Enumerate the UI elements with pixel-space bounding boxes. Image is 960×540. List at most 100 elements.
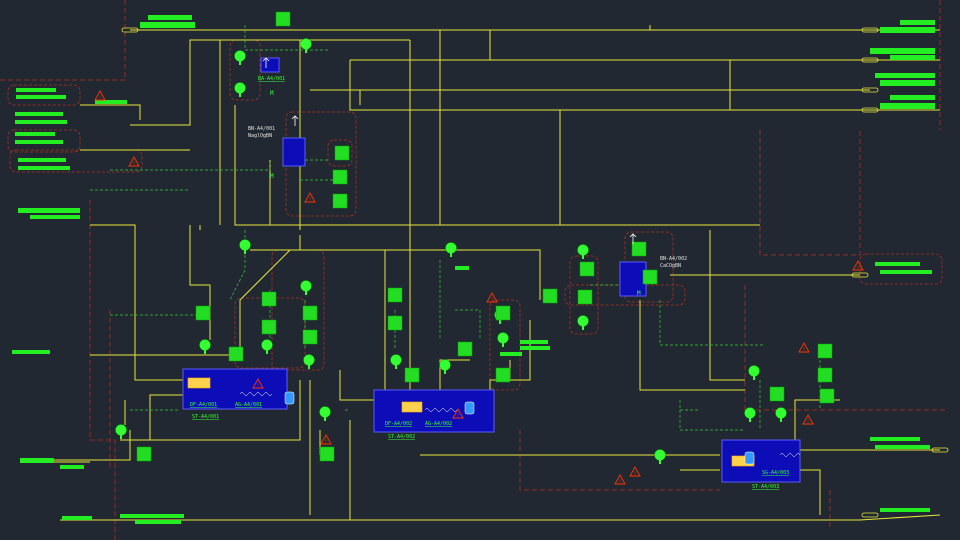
instrument-bubble[interactable] [300, 38, 312, 50]
bin-bn-a4-002[interactable] [619, 261, 647, 297]
process-line [80, 104, 141, 120]
line-terminator [931, 447, 949, 453]
valve-box[interactable] [387, 315, 403, 331]
process-lines [20, 25, 941, 521]
tag-st-a4-002: ST-A4/002 [388, 434, 415, 440]
instrument-stem [753, 376, 755, 380]
valve-box[interactable] [819, 388, 835, 404]
line-terminator [861, 27, 879, 33]
coil-symbol [779, 453, 801, 457]
instrument-stem [582, 326, 584, 330]
flow-arrow [291, 115, 299, 126]
instrument-bubble[interactable] [439, 359, 451, 371]
valve-box[interactable] [275, 11, 291, 27]
valve-box[interactable] [319, 446, 335, 462]
instrument-bubble[interactable] [319, 406, 331, 418]
label-block [890, 95, 935, 100]
tank-st-a4-001[interactable] [182, 368, 288, 410]
valve-box[interactable] [769, 386, 785, 402]
instrument-bubble[interactable] [775, 407, 787, 419]
instrument-bubble[interactable] [303, 354, 315, 366]
process-line [20, 430, 131, 461]
valve-box[interactable] [577, 289, 593, 305]
process-line [339, 370, 374, 401]
instrument-stem [308, 365, 310, 369]
valve-box[interactable] [228, 346, 244, 362]
instrument-bubble[interactable] [261, 339, 273, 351]
label-block [870, 437, 920, 441]
valve-box[interactable] [195, 305, 211, 321]
label-blocks [12, 15, 935, 524]
valve-box[interactable] [457, 341, 473, 357]
instrument-bubble[interactable] [577, 244, 589, 256]
instrument-stem [582, 255, 584, 259]
warning-icon [802, 414, 814, 425]
line-terminator [861, 87, 879, 93]
valve-box[interactable] [261, 291, 277, 307]
interlock-box [7, 129, 81, 153]
valve-box[interactable] [817, 367, 833, 383]
label-block [20, 458, 54, 463]
instrument-bubble[interactable] [577, 315, 589, 327]
instrument-bubble[interactable] [390, 354, 402, 366]
instrument-bubble[interactable] [234, 50, 246, 62]
valve-box[interactable] [387, 287, 403, 303]
label-block [880, 103, 935, 109]
instrument-stem [444, 370, 446, 374]
instrument-bubble[interactable] [300, 280, 312, 292]
valve-box[interactable] [631, 241, 647, 257]
process-line [234, 105, 760, 226]
agitator-symbol [401, 401, 423, 413]
instrument-bubble[interactable] [744, 407, 756, 419]
pump-icon[interactable] [284, 391, 295, 405]
process-line [639, 300, 745, 391]
pump-icon[interactable] [464, 401, 475, 415]
valve-box[interactable] [334, 145, 350, 161]
label-block [62, 516, 92, 520]
valve-box[interactable] [261, 319, 277, 335]
instrument-bubble[interactable] [497, 332, 509, 344]
process-line [130, 39, 410, 126]
warning-icon-mark: ! [491, 297, 493, 303]
valve-box[interactable] [495, 367, 511, 383]
tag-bn-a4-001-sub: NaglOgBN [248, 133, 272, 139]
instrument-stem [499, 320, 501, 324]
valve-box[interactable] [542, 288, 558, 304]
instrument-bubble[interactable] [234, 82, 246, 94]
instrument-stem [305, 49, 307, 53]
instrument-bubble[interactable] [654, 449, 666, 461]
instrument-bubble[interactable] [239, 239, 251, 251]
warning-icon-mark: ! [257, 383, 259, 389]
label-block [890, 55, 935, 60]
label-block [870, 48, 935, 54]
label-block [18, 166, 70, 170]
valve-box[interactable] [136, 446, 152, 462]
bin-ba-a4-001[interactable] [260, 57, 280, 73]
warning-icon-mark: ! [99, 95, 101, 101]
valve-box[interactable] [332, 169, 348, 185]
label-block [16, 88, 56, 92]
valve-box[interactable] [332, 193, 348, 209]
line-terminator [851, 272, 869, 278]
valve-box[interactable] [302, 305, 318, 321]
valve-box[interactable] [495, 305, 511, 321]
instrument-bubble[interactable] [115, 424, 127, 436]
valve-box[interactable] [404, 367, 420, 383]
instrument-stem [239, 61, 241, 65]
instrument-stem [502, 343, 504, 347]
pump-icon[interactable] [744, 451, 755, 465]
valve-box[interactable] [642, 269, 658, 285]
tag-df-a4-001: DF-A4/001 [190, 402, 217, 408]
label-block [900, 20, 935, 25]
boundary-line [519, 430, 720, 491]
process-line [120, 380, 301, 441]
valve-box[interactable] [579, 261, 595, 277]
bin-bn-a4-001[interactable] [282, 137, 306, 167]
valve-box[interactable] [302, 329, 318, 345]
instrument-bubble[interactable] [748, 365, 760, 377]
valve-box[interactable] [817, 343, 833, 359]
instrument-bubble[interactable] [199, 339, 211, 351]
process-line [250, 249, 541, 300]
instrument-bubble[interactable] [445, 242, 457, 254]
label-block [15, 112, 63, 116]
